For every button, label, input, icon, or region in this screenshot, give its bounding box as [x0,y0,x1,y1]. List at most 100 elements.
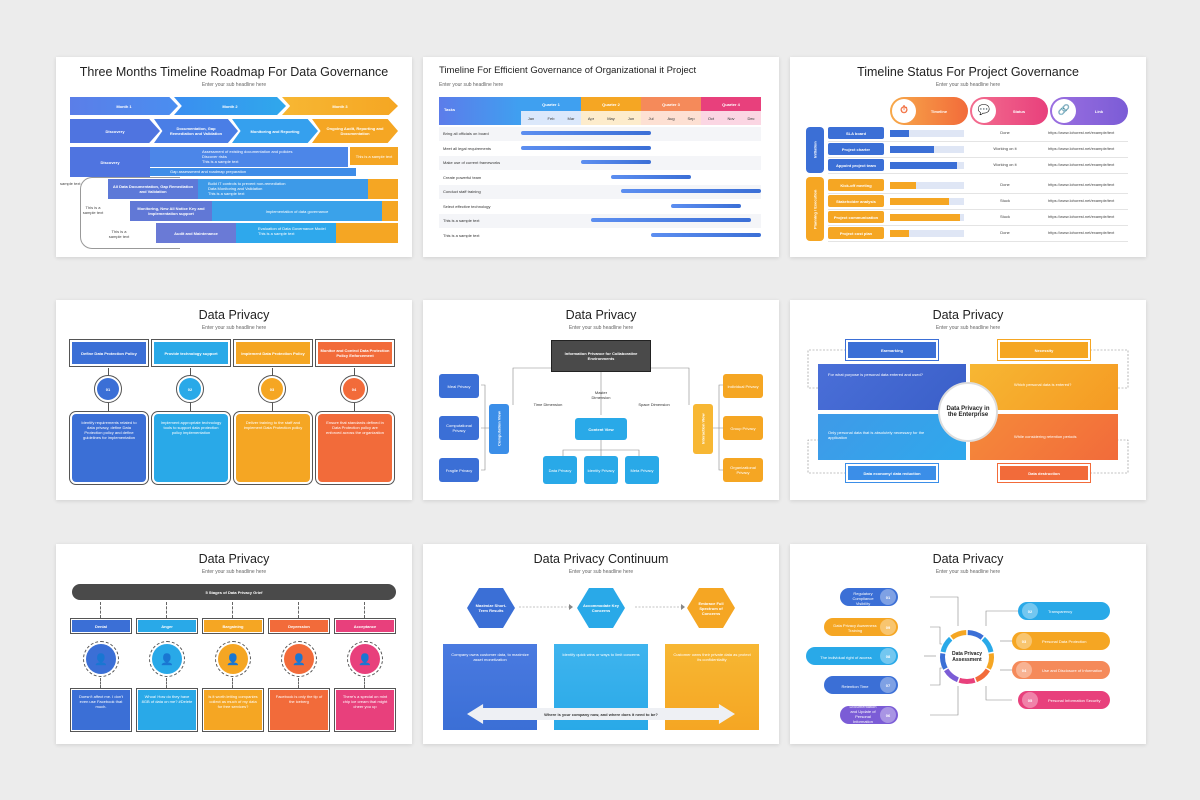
step-connector [272,403,273,411]
header-label: Status [1012,108,1026,114]
slide-subtitle: Enter your sub headline here [568,569,634,575]
roadmap-row: Monitoring, New All Notice Key and Imple… [130,201,212,221]
month-row: Jan Feb Mar Apr May Jun Jul Aug Sep Oct … [521,111,761,125]
slide-gantt[interactable]: Timeline For Efficient Governance of Org… [423,57,779,257]
stage-icon: 👤 [83,641,119,677]
status-row-name: Kick-off meeting [828,179,884,191]
stage-connector [298,602,299,618]
phase-label: Monitoring and Reporting [250,128,300,134]
quarter-label: Quarter 1 [542,101,560,107]
status-link[interactable]: https://www.lohorest.net/example/text [1048,146,1115,151]
assessment-connectors [924,596,1018,716]
detail-text: This is a sample text [202,159,239,164]
quarter-label: Quarter 3 [662,101,680,107]
gantt-row: Conduct staff training [439,185,761,199]
timeline-icon: ⏱ [892,99,916,123]
month-2-chevron: Month 2 [174,97,286,115]
hex-node: Embrace Full Spectrum of Concerns [687,588,735,628]
status-row-name: Stakeholder analysis [828,195,884,207]
gantt-bar [521,145,651,150]
stages-container: Denial👤Doesn't affect me. I don't even u… [69,602,398,738]
gantt-bar [621,189,761,193]
slide-grief-stages[interactable]: Data Privacy Enter your sub headline her… [56,544,412,744]
left-node: Fragile Privacy [439,458,479,482]
timeline-track [890,198,964,205]
stage-text: Doesn't affect me. I don't even use Face… [69,687,133,733]
tag-data-destruction: Data destruction [997,463,1091,483]
slide-assessment[interactable]: Data Privacy Enter your sub headline her… [790,544,1146,744]
slide-privacy-tree[interactable]: Data Privacy Enter your sub headline her… [423,300,779,500]
link-header: 🔗 Link [1050,97,1128,125]
quadrant-text: Which personal data is entered? [1014,382,1072,387]
tasks-header-label: Tasks [444,107,456,112]
side-note: sample text [60,181,81,186]
item-number: 06 [880,707,896,723]
slide-privacy-steps[interactable]: Data Privacy Enter your sub headline her… [56,300,412,500]
gantt-row: Bring all officials on board [439,127,761,141]
timeline-fill [890,182,916,189]
status-link[interactable]: https://www.lohorest.net/example/text [1048,230,1115,235]
status-link[interactable]: https://www.lohorest.net/example/text [1048,182,1115,187]
bar-label: 5 Stages of Data Privacy Grief [205,589,263,595]
slide-title: Timeline Status For Project Governance [857,65,1079,79]
slide-roadmap[interactable]: Three Months Timeline Roadmap For Data G… [56,57,412,257]
timeline-track [890,162,964,169]
item-text: The individual right of access [820,654,872,660]
center-label: Data Privacy Assessment [951,651,983,663]
phase-label: Discovery [105,128,125,134]
item-number: 05 [1022,692,1038,708]
dimension-label: Time Dimension [533,402,563,407]
slide-title: Data Privacy [198,308,270,322]
assessment-item: Documentation and Update of Personal Inf… [840,704,898,729]
gantt-bar [591,218,751,222]
detail-text: Gap assessment and roadmap preparation [170,169,247,174]
stage-connector [166,678,167,688]
stages-bar: 5 Stages of Data Privacy Grief [72,584,396,600]
step-connector [272,368,273,376]
task-label: Meet all legal requirements [443,145,492,151]
connector [80,177,180,249]
stage-connector [100,602,101,618]
item-text: Regulatory Compliance Visibility [852,590,874,606]
month-cell: Jun [621,111,641,125]
phase-label: Ongoing Audit, Reporting and Documentati… [326,126,384,136]
quarter-label: Quarter 2 [602,101,620,107]
slide-subtitle: Enter your sub headline here [439,82,504,88]
top-node: Information Privance for Collaborative E… [551,340,651,372]
step-connector [190,403,191,411]
slide-subtitle: Enter your sub headline here [201,569,267,575]
status-link[interactable]: https://www.lohorest.net/example/text [1048,130,1115,135]
tag-label: Data economy/ data reduction [863,470,921,476]
interaction-view: Interaction View [693,404,713,454]
slide-status[interactable]: Timeline Status For Project Governance E… [790,57,1146,257]
node-label: Computational Privacy [446,423,472,433]
quadrant-text: For what purpose is personal data entere… [828,372,923,377]
row-divider [828,209,1128,210]
assessment-item: Retention Time [824,676,898,694]
quarter-header: Quarter 2 [581,97,641,111]
roadmap-row-detail: Gap assessment and roadmap preparation [150,168,356,176]
node-label: Group Privacy [730,425,756,431]
stage-label: Depression [267,617,331,635]
status-link[interactable]: https://www.lohorest.net/example/text [1048,162,1115,167]
month-cell: Nov [721,111,741,125]
status-link[interactable]: https://www.lohorest.net/example/text [1048,214,1115,219]
tag-data-economy: Data economy/ data reduction [845,463,939,483]
month-cell: Mar [561,111,581,125]
slide-continuum[interactable]: Data Privacy Continuum Enter your sub he… [423,544,779,744]
roadmap-row: Discovery [70,147,150,177]
phase-chevron: Documentation, Gap Remediation and Valid… [154,119,238,143]
quadrant-text: Only personal data that is absolutely ne… [828,430,925,440]
box-text: Identify quick wins or ways to limit con… [562,652,640,657]
month-cell: Jul [641,111,661,125]
dimension-label: Space Dimension [638,402,670,407]
arrow-label: Where is your company now, and where doe… [544,711,658,717]
month-cell: Jan [521,111,541,125]
status-link[interactable]: https://www.lohorest.net/example/text [1048,198,1115,203]
node-label: Data Privacy [548,467,572,473]
slide-privacy-quad[interactable]: Data Privacy Enter your sub headline her… [790,300,1146,500]
tag-earmarking: Earmarking [845,339,939,361]
ring-segment [944,668,960,683]
status-header: 💬 Status [970,97,1048,125]
